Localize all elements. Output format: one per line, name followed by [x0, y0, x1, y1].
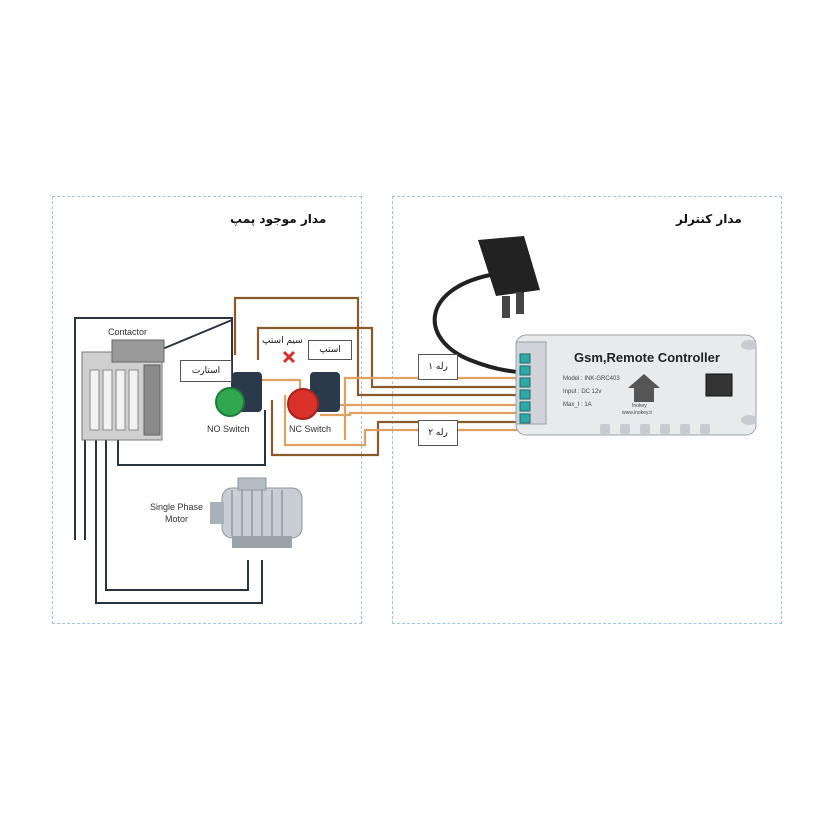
pump-circuit-panel	[52, 196, 362, 624]
brand-house-icon	[628, 374, 660, 402]
stop-wire-label: سیم استپ	[262, 336, 303, 346]
wire-coil-feed	[159, 319, 233, 351]
no-switch-label: NO Switch	[207, 424, 250, 434]
power-wires	[74, 317, 266, 604]
device-brand: Inokey	[632, 403, 647, 409]
stop-wire-cut-icon	[282, 350, 296, 364]
wire-brown-2	[256, 326, 518, 389]
controller-circuit-title: مدار کنترلر	[676, 212, 742, 226]
wire-orange-3	[283, 395, 518, 447]
stop-label-box: استپ	[308, 340, 352, 360]
wire-coil-return	[117, 410, 266, 466]
relay1-box: رله ۱	[418, 354, 458, 380]
power-adapter-icon	[432, 236, 540, 374]
nc-switch-label: NC Switch	[289, 424, 332, 434]
wire-contactor-to-start	[74, 317, 233, 540]
contactor-label: Contactor	[108, 327, 148, 337]
wire-orange-2	[320, 411, 518, 417]
wire-brown-1	[233, 296, 518, 397]
relay2-box: رله ۲	[418, 420, 458, 446]
motor-label-line1: Single Phase	[150, 502, 204, 512]
controller-circuit-panel	[392, 196, 782, 624]
nc-switch-button	[287, 372, 340, 420]
control-wires	[233, 296, 518, 457]
device-max: Max_I : 1A	[563, 402, 592, 408]
start-label-box: استارت	[180, 360, 232, 382]
motor-icon	[210, 477, 303, 548]
device-name: Gsm,Remote Controller	[574, 350, 720, 365]
no-switch-button	[215, 372, 262, 417]
wire-motor-loop-outer	[95, 440, 263, 604]
pump-circuit-title: مدار موجود پمپ	[230, 212, 327, 226]
wire-orange-4	[343, 376, 518, 440]
contactor	[81, 339, 165, 441]
wire-motor-loop-inner	[105, 440, 249, 591]
device-input: Input : DC 12v	[563, 389, 602, 395]
device-url: www.inokey.ir	[622, 410, 653, 416]
device-model: Model : INK-GRC403	[563, 376, 620, 382]
motor-label-line2: Motor	[165, 514, 189, 524]
